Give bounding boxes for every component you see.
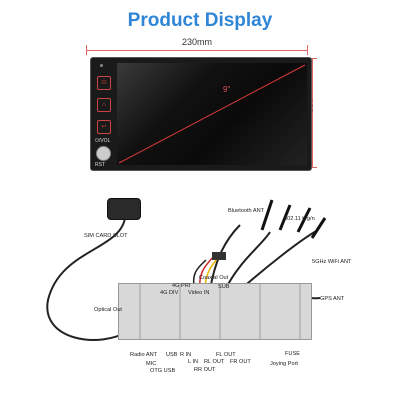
antenna-4 (310, 217, 327, 239)
fr-out-label: FR OUT (230, 359, 251, 365)
diagonal-label: 9" (223, 85, 231, 94)
4g-pri-label: 4G PRI (172, 283, 191, 289)
sub-label: SUB (218, 284, 230, 290)
wifi5g-cable (239, 229, 319, 291)
4g-div-label: 4G DIV (160, 290, 179, 296)
otg-usb-label: OTG USB (150, 368, 176, 374)
volume-knob[interactable] (96, 146, 111, 161)
page-title: Product Display (127, 10, 273, 31)
power-button[interactable]: ⏻ (97, 76, 111, 90)
width-tick-right (307, 45, 308, 55)
height-tick-bottom (307, 167, 317, 168)
rr-out-label: RR OUT (194, 367, 216, 373)
home-button[interactable]: ⌂ (97, 98, 111, 112)
mic-label: MIC (146, 361, 157, 367)
rear-chassis (118, 283, 312, 340)
harness-plug (212, 252, 226, 260)
width-label: 230mm (181, 37, 212, 47)
chassis-fin (259, 284, 261, 339)
sd-card-cable (46, 217, 131, 341)
back-button[interactable]: ↩ (97, 120, 111, 134)
status-led (100, 64, 103, 67)
width-dimension: 230mm (86, 37, 308, 55)
touch-screen[interactable]: 9" (117, 63, 307, 165)
diagonal-line (118, 64, 306, 164)
sd-card-label: SIM CARD SLOT (84, 233, 128, 239)
height-dimension-line (312, 58, 313, 168)
chassis-fin (179, 284, 181, 339)
bluetooth-label: Bluetooth ANT (228, 208, 265, 214)
radio-ant-label: Radio ANT (130, 352, 158, 358)
sd-card-slot (107, 198, 141, 220)
l-in-label: L IN (188, 359, 199, 365)
height-dimension: 130mm (304, 58, 324, 168)
rl-out-label: RL OUT (204, 359, 225, 365)
fuse-label: FUSE (285, 351, 300, 357)
gps-label: GPS ANT (320, 296, 345, 302)
reset-label: RST (95, 162, 105, 168)
chassis-fin (219, 284, 221, 339)
width-dimension-line (86, 50, 308, 51)
antenna-3 (296, 207, 312, 233)
chassis-fin (299, 284, 301, 339)
fl-out-label: FL OUT (216, 352, 236, 358)
bluetooth-cable (209, 224, 241, 291)
knob-label: ⏻/VOL (95, 138, 111, 144)
head-unit-front: ⏻ ⌂ ↩ ⏻/VOL RST 9" (90, 57, 312, 171)
r-in-label: R IN (180, 352, 192, 358)
joying-port-label: Joying Port (270, 361, 298, 367)
video-in-label: Video IN (188, 290, 210, 296)
antenna-2 (278, 204, 292, 231)
wifi-cable (224, 231, 271, 291)
wifi-80211-label: 802.11 b/g/n (284, 216, 315, 222)
coaxial-label: Coaxial Out (199, 275, 229, 281)
width-tick-left (86, 45, 87, 55)
optical-label: Optical Out (94, 307, 122, 313)
usb-label: USB (166, 352, 178, 358)
wifi-5g-label: 5GHz WiFi ANT (312, 259, 352, 265)
height-tick-top (307, 58, 317, 59)
chassis-fin (139, 284, 141, 339)
antenna-1 (260, 199, 274, 231)
